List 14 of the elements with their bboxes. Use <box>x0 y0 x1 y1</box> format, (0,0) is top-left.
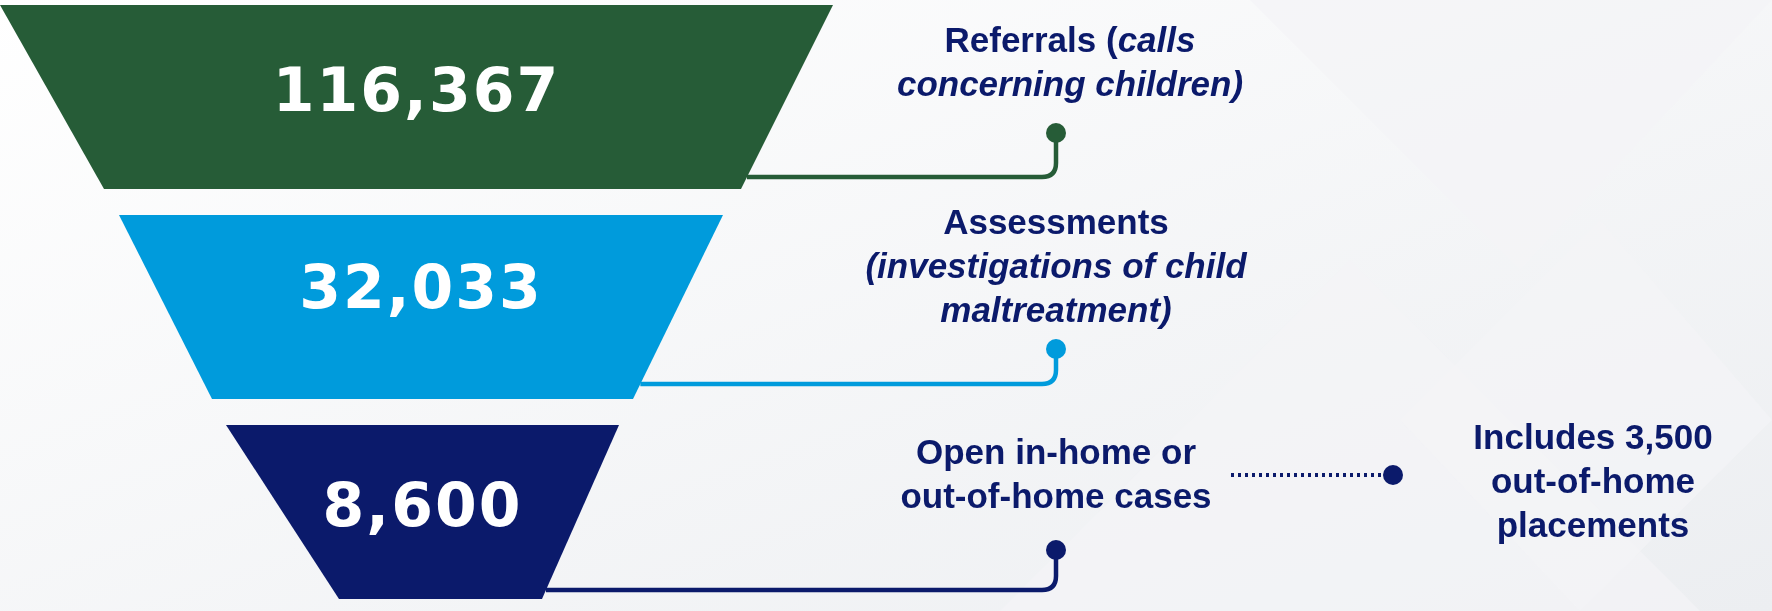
funnel-segment <box>226 425 619 599</box>
stage-label: Includes 3,500 out-of-home placements <box>1472 416 1714 546</box>
count-value: 8,600 <box>321 470 524 540</box>
leader-line <box>546 540 1066 593</box>
funnel-segment <box>0 5 833 189</box>
dotted-leader-line <box>1231 465 1403 485</box>
count-value: 116,367 <box>271 55 562 125</box>
count-value: 32,033 <box>298 252 544 322</box>
leader-line <box>640 339 1066 387</box>
stage-label: Referrals (calls concerning children) <box>895 19 1245 105</box>
stage-label: Assessments (investigations of child maltreatment) <box>864 201 1248 331</box>
leader-line <box>747 123 1066 180</box>
stage-label: Open in-home or out-of-home cases <box>899 431 1213 517</box>
funnel-segment <box>119 215 723 399</box>
